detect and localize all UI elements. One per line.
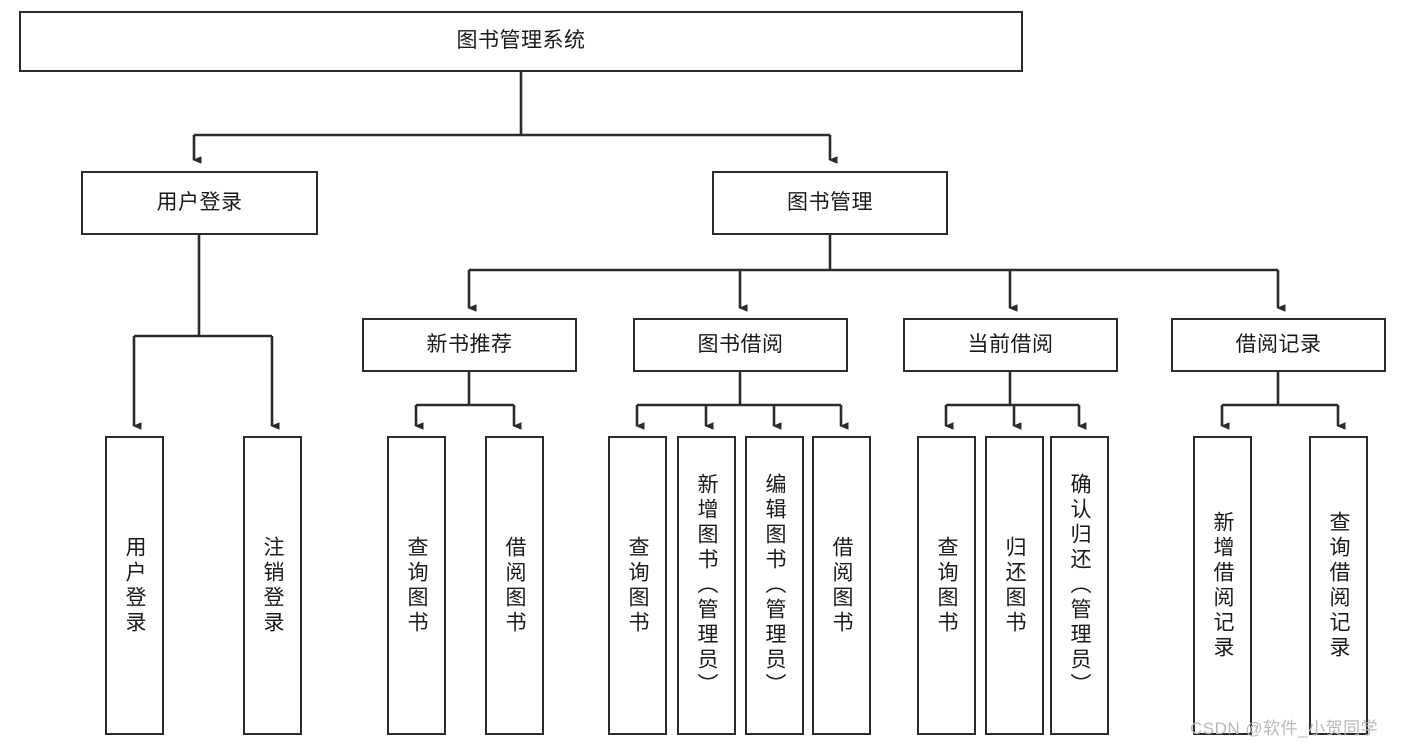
node-leaf-user-login[interactable]: 用户登录 — [105, 436, 164, 735]
node-leaf-query-book-3-label: 查询图书 — [935, 535, 958, 636]
node-leaf-return-book[interactable]: 归还图书 — [985, 436, 1044, 735]
node-leaf-confirm-return-label: 确认归还（管理员） — [1068, 473, 1091, 698]
csdn-watermark: CSDN @软件_小贺同学 — [1190, 719, 1379, 738]
node-leaf-query-book-1-label: 查询图书 — [405, 535, 428, 636]
node-leaf-logout-login-label: 注销登录 — [261, 535, 284, 636]
node-leaf-borrow-book-1[interactable]: 借阅图书 — [485, 436, 544, 735]
node-root[interactable]: 图书管理系统 — [19, 11, 1023, 72]
node-book-borrow-label: 图书借阅 — [697, 332, 784, 356]
node-leaf-query-book-1[interactable]: 查询图书 — [387, 436, 446, 735]
node-leaf-edit-book-label: 编辑图书（管理员） — [763, 473, 786, 698]
node-borrow-record-label: 借阅记录 — [1235, 332, 1322, 356]
node-leaf-query-record[interactable]: 查询借阅记录 — [1309, 436, 1368, 735]
node-current-borrow-label: 当前借阅 — [967, 332, 1054, 356]
node-borrow-record[interactable]: 借阅记录 — [1171, 318, 1386, 372]
node-leaf-borrow-book-1-label: 借阅图书 — [503, 535, 526, 636]
node-root-label: 图书管理系统 — [456, 29, 586, 53]
node-user-login-label: 用户登录 — [156, 190, 243, 214]
node-user-login[interactable]: 用户登录 — [81, 171, 318, 235]
node-leaf-add-book[interactable]: 新增图书（管理员） — [677, 436, 736, 735]
node-leaf-edit-book[interactable]: 编辑图书（管理员） — [745, 436, 804, 735]
node-book-borrow[interactable]: 图书借阅 — [633, 318, 848, 372]
node-leaf-query-book-3[interactable]: 查询图书 — [917, 436, 976, 735]
node-leaf-logout-login[interactable]: 注销登录 — [243, 436, 302, 735]
node-new-book-rec[interactable]: 新书推荐 — [362, 318, 577, 372]
node-leaf-borrow-book-2-label: 借阅图书 — [830, 535, 853, 636]
node-current-borrow[interactable]: 当前借阅 — [903, 318, 1118, 372]
node-book-manage-label: 图书管理 — [787, 190, 873, 214]
node-book-manage[interactable]: 图书管理 — [712, 171, 948, 235]
node-leaf-query-record-label: 查询借阅记录 — [1327, 510, 1350, 661]
node-leaf-add-book-label: 新增图书（管理员） — [695, 473, 718, 698]
node-leaf-query-book-2-label: 查询图书 — [626, 535, 649, 636]
node-leaf-add-record-label: 新增借阅记录 — [1211, 510, 1234, 661]
node-leaf-query-book-2[interactable]: 查询图书 — [608, 436, 667, 735]
node-leaf-add-record[interactable]: 新增借阅记录 — [1193, 436, 1252, 735]
node-leaf-user-login-label: 用户登录 — [123, 535, 146, 636]
node-leaf-confirm-return[interactable]: 确认归还（管理员） — [1050, 436, 1109, 735]
node-new-book-rec-label: 新书推荐 — [426, 332, 513, 356]
node-leaf-return-book-label: 归还图书 — [1003, 535, 1026, 636]
node-leaf-borrow-book-2[interactable]: 借阅图书 — [812, 436, 871, 735]
